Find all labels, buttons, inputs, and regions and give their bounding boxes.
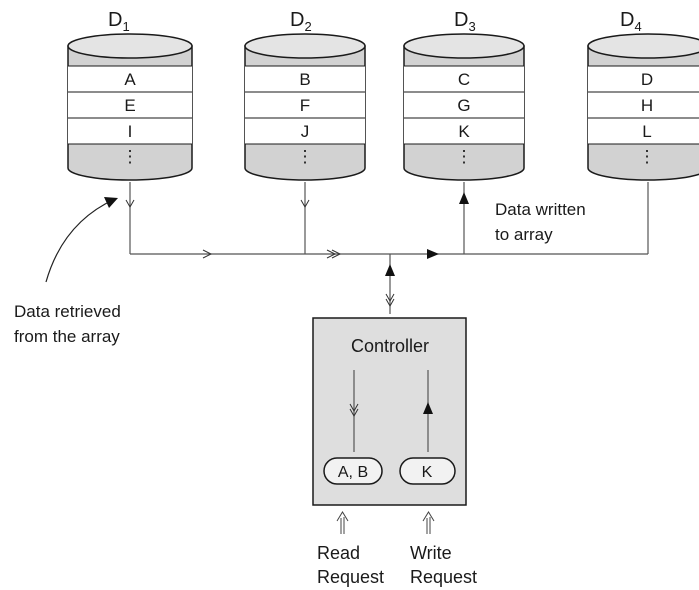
- disk-4-label: D4: [620, 9, 642, 34]
- disk-2-cell-2: F: [300, 96, 310, 115]
- arrow-down-icon: [385, 298, 395, 308]
- data-retrieved-label-line-1: Data retrieved: [14, 302, 121, 321]
- read-request-label-line-2: Request: [317, 567, 384, 587]
- disk-3-cell-3: K: [458, 122, 470, 141]
- disk-4-cell-2: H: [641, 96, 653, 115]
- disk-2-cell-4: ⋮: [297, 147, 314, 166]
- disk-2-top: [244, 33, 366, 59]
- disk-4-cell-4: ⋮: [639, 147, 656, 166]
- disk-2-bands: [245, 66, 365, 144]
- read-request-pill: [323, 457, 383, 485]
- disk-4-bands: [588, 66, 699, 144]
- read-pill-label: A, B: [338, 464, 368, 481]
- pointer-arrowhead-icon: [104, 197, 118, 208]
- arrow-down-icon: [349, 403, 359, 413]
- disk-1-cell-2: E: [124, 96, 135, 115]
- arrow-down-icon: [125, 199, 135, 209]
- disk-4-top: [587, 33, 699, 59]
- disk-1-cell-3: I: [128, 122, 133, 141]
- data-written-label-line-2: to array: [495, 225, 553, 244]
- arrow-right-icon: [427, 249, 439, 259]
- read-request-arrow-icon: [336, 511, 349, 534]
- disk-1-bands: [68, 66, 192, 144]
- disk-1-cell-1: A: [124, 70, 136, 89]
- arrow-down-icon: [300, 199, 310, 209]
- disk-2: D2 B F J ⋮: [244, 9, 366, 181]
- arrow-right-icon: [326, 249, 337, 259]
- arrow-up-icon: [459, 192, 469, 204]
- controller-box: Controller A, B K: [312, 317, 467, 506]
- controller-title: Controller: [351, 336, 429, 356]
- disk-4-cell-1: D: [641, 70, 653, 89]
- arrow-right-icon: [202, 249, 213, 259]
- disk-3-cell-2: G: [457, 96, 470, 115]
- disk-3-cell-4: ⋮: [456, 147, 473, 166]
- disk-2-cell-3: J: [301, 122, 310, 141]
- write-request-arrow-icon: [422, 511, 435, 534]
- arrow-up-icon: [423, 402, 433, 414]
- disk-3-label: D3: [454, 9, 476, 34]
- arrow-right-icon: [331, 249, 342, 259]
- write-pill-label: K: [422, 464, 433, 481]
- disk-3-top: [403, 33, 525, 59]
- write-request-label-line-1: Write: [410, 543, 452, 563]
- disk-1-cell-4: ⋮: [122, 147, 139, 166]
- disk-1-label: D1: [108, 9, 130, 34]
- disk-1-top: [67, 33, 193, 59]
- disk-3: D3 C G K ⋮: [403, 9, 525, 181]
- arrow-down-icon: [349, 408, 359, 418]
- disk-2-label: D2: [290, 9, 312, 34]
- disk-4-cell-3: L: [642, 122, 651, 141]
- write-request-pill: [399, 457, 456, 485]
- write-request-label-line-2: Request: [410, 567, 477, 587]
- disk-4: D4 D H L ⋮: [587, 9, 699, 181]
- disk-3-cell-1: C: [458, 70, 470, 89]
- arrow-up-icon: [385, 264, 395, 276]
- request-arrows: [336, 511, 435, 534]
- write-arrows: [385, 192, 469, 276]
- retrieved-pointer-line: [45, 198, 116, 283]
- disk-2-cell-1: B: [299, 70, 310, 89]
- arrow-down-icon: [385, 293, 395, 303]
- read-request-label-line-1: Read: [317, 543, 360, 563]
- read-arrows: [125, 199, 395, 308]
- data-retrieved-label-line-2: from the array: [14, 327, 120, 346]
- data-bus: [129, 182, 649, 314]
- data-written-label-line-1: Data written: [495, 200, 586, 219]
- disk-1: D1 A E I ⋮: [67, 9, 193, 181]
- disk-3-bands: [404, 66, 524, 144]
